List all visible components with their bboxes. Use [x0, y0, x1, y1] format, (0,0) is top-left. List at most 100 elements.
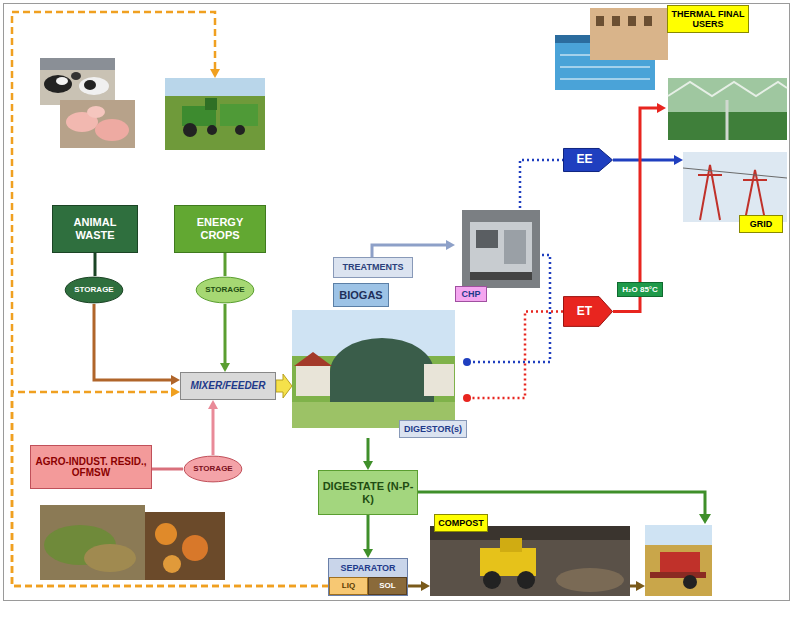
- node-text: STORAGE: [193, 464, 232, 473]
- figure-frame: [4, 4, 790, 601]
- pigs-photo: [60, 100, 135, 148]
- power-grid-photo: [683, 152, 787, 222]
- label-box: ENERGY CROPS: [174, 205, 266, 253]
- connector-line: [407, 585, 423, 588]
- connector: [520, 160, 563, 208]
- node-text: SOL: [379, 581, 395, 590]
- storage-ellipse: STORAGE: [183, 455, 243, 483]
- building-photo: [612, 16, 620, 26]
- node-text: ENERGY CROPS: [177, 216, 263, 241]
- process-box: BIOGAS: [333, 283, 389, 307]
- pigs-photo: [87, 106, 105, 118]
- arrowhead: [657, 103, 666, 113]
- digestate-to-field-line: [699, 514, 711, 524]
- cows-photo: [40, 58, 115, 105]
- process-box: TREATMENTS: [333, 257, 413, 278]
- node-text: ET: [577, 305, 592, 319]
- arrowhead: [363, 461, 373, 470]
- connector-line: [367, 438, 370, 463]
- arrowhead: [446, 240, 455, 250]
- connector: [407, 581, 430, 591]
- connector: [363, 515, 373, 558]
- node-text: SEPARATOR: [340, 563, 395, 573]
- connector: [208, 400, 218, 455]
- node-text: CHP: [461, 289, 480, 299]
- node-text: GRID: [750, 219, 773, 229]
- compost-photo: [483, 571, 501, 589]
- greenhouse-photo: [668, 78, 787, 140]
- compost-to-field-arrow: [630, 581, 645, 591]
- digester-photo: [424, 364, 454, 396]
- node-text: STORAGE: [205, 285, 244, 294]
- harvester-photo: [645, 525, 712, 596]
- cows-photo: [56, 77, 68, 85]
- fruit-residue-photo: [145, 512, 225, 580]
- connector: [220, 304, 230, 372]
- chp-engine-photo: [462, 210, 540, 288]
- organic-waste-photo: [84, 544, 136, 572]
- connector-line: [367, 515, 370, 551]
- greenhouse-photo: [668, 82, 787, 96]
- pigs-photo: [95, 119, 129, 141]
- compost-node: COMPOST: [430, 514, 630, 596]
- digester-photo: [292, 310, 455, 428]
- energy-crops-node: ENERGY CROPS: [165, 78, 265, 253]
- connector: [613, 103, 666, 312]
- ellipse-shape: [65, 277, 123, 303]
- connector: [225, 253, 226, 276]
- compost-to-field-arrow: [636, 581, 645, 591]
- chp-engine-photo: [504, 230, 526, 264]
- digester-photo: [330, 338, 434, 406]
- storage-ellipse: STORAGE: [64, 276, 124, 304]
- energy-crops-photo: [205, 98, 217, 110]
- connector: [12, 387, 329, 586]
- arrowhead: [210, 69, 220, 78]
- digester-photo: [294, 352, 332, 366]
- power-grid-photo: [698, 174, 722, 176]
- digester-photo: [330, 372, 434, 402]
- connector-line: [94, 253, 97, 276]
- node-text: DIGESTATE (N-P-K): [322, 480, 414, 505]
- node-text: ANIMAL WASTE: [56, 216, 134, 241]
- building-photo: [628, 16, 636, 26]
- energy-crops-photo: [220, 104, 258, 126]
- label-box: SEPARATOR: [329, 559, 407, 577]
- power-grid-photo: [683, 152, 787, 222]
- cows-photo: [84, 80, 96, 90]
- cows-photo: [79, 77, 109, 95]
- organic-waste-photo: [40, 505, 145, 580]
- arrowhead: [674, 155, 683, 165]
- connector-line: [12, 12, 329, 586]
- connector: [276, 374, 292, 398]
- energy-crops-photo: [235, 125, 245, 135]
- fruit-residue-photo: [163, 555, 181, 573]
- node-text: THERMAL FINAL USERS: [670, 9, 746, 30]
- building-photo: [644, 16, 652, 26]
- cows-photo: [44, 75, 72, 93]
- chp-engine-photo: [476, 230, 498, 248]
- output-cell: LIQ: [329, 577, 368, 595]
- storage-ellipse: STORAGE: [195, 276, 255, 304]
- node-text: LIQ: [342, 581, 355, 590]
- energy-crops-photo: [165, 78, 265, 150]
- process-box: MIXER/FEEDER: [180, 372, 276, 400]
- connector-dot: [463, 394, 471, 402]
- swimming-pool-photo: [560, 79, 650, 80]
- output-pentagon: EE: [563, 148, 613, 172]
- pentagon-arrow-shape: [564, 148, 613, 171]
- label-box: THERMAL FINAL USERS: [667, 5, 749, 33]
- building-photo: [590, 8, 668, 60]
- node-text: STORAGE: [74, 285, 113, 294]
- label-box: CHP: [455, 286, 487, 302]
- source-box: ANIMAL WASTE: [52, 205, 138, 253]
- pigs-photo: [60, 100, 135, 148]
- connector: [613, 155, 683, 165]
- compost-photo: [500, 538, 522, 552]
- arrowhead: [208, 400, 218, 409]
- greenhouse-photo: [726, 100, 729, 140]
- fruit-residue-photo: [145, 512, 225, 580]
- chp-engine-photo: [470, 222, 532, 272]
- connector: [12, 12, 329, 586]
